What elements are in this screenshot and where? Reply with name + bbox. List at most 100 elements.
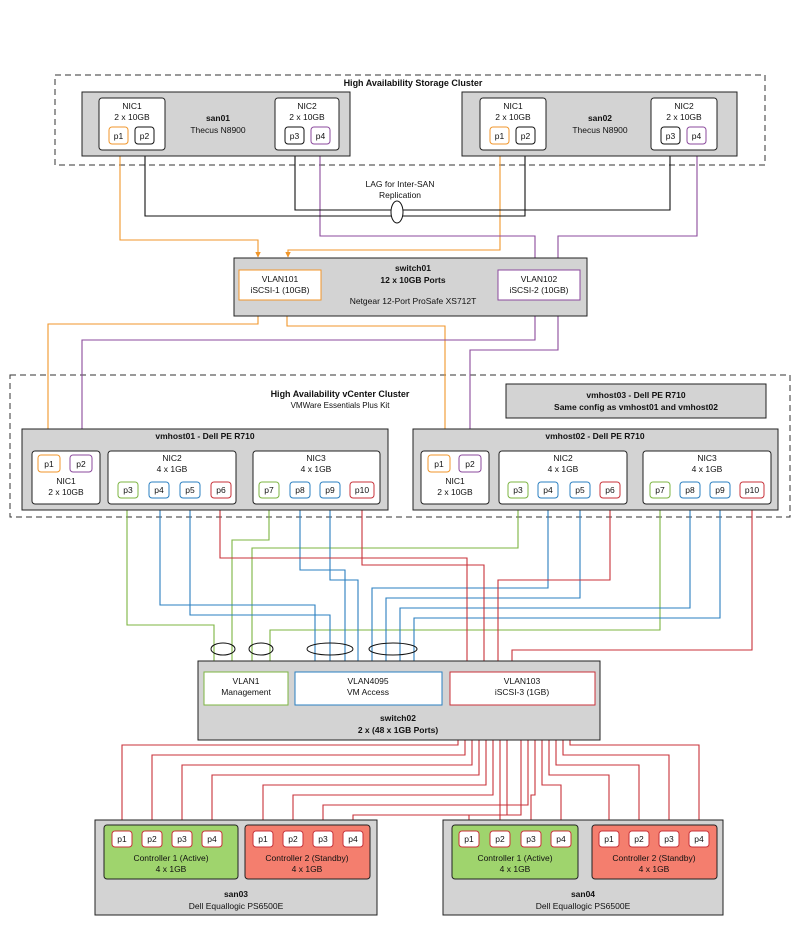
svg-text:2 x 10GB: 2 x 10GB [48, 487, 84, 497]
vmhost01-port-p9[interactable]: p9 [325, 485, 335, 495]
san03-c2-port-p3[interactable]: p3 [318, 834, 328, 844]
san04-c1-port-p1[interactable]: p1 [464, 834, 474, 844]
svg-text:NIC3: NIC3 [697, 453, 717, 463]
svg-text:4 x 1GB: 4 x 1GB [301, 464, 332, 474]
svg-text:Controller 1 (Active): Controller 1 (Active) [133, 853, 208, 863]
san03-c1-port-p2[interactable]: p2 [147, 834, 157, 844]
vmhost01-port-p1[interactable]: p1 [44, 459, 54, 469]
san02-port-p3[interactable]: p3 [666, 131, 676, 141]
svg-text:VLAN1: VLAN1 [233, 676, 260, 686]
lag-bundle-ellipse [390, 200, 404, 224]
svg-text:NIC1: NIC1 [445, 476, 465, 486]
vmhost01: vmhost01 - Dell PE R710 NIC1 2 x 10GB p1… [21, 428, 389, 511]
svg-text:NIC1: NIC1 [122, 101, 142, 111]
vlan1-box[interactable] [203, 671, 289, 706]
vcenter-cluster-boundary [9, 374, 791, 518]
vmhost02-port-p1[interactable]: p1 [434, 459, 444, 469]
vmhost01-port-p8[interactable]: p8 [295, 485, 305, 495]
svg-text:Controller 2 (Standby): Controller 2 (Standby) [265, 853, 348, 863]
svg-text:4 x 1GB: 4 x 1GB [639, 864, 670, 874]
vlan101-box[interactable] [238, 269, 322, 301]
svg-text:vmhost02 - Dell PE R710: vmhost02 - Dell PE R710 [545, 431, 644, 441]
vmhost02-port-p7[interactable]: p7 [655, 485, 665, 495]
vmhost01-port-p7[interactable]: p7 [264, 485, 274, 495]
svg-text:Dell Equallogic PS6500E: Dell Equallogic PS6500E [536, 901, 631, 911]
svg-text:VLAN101: VLAN101 [262, 274, 299, 284]
san03-c1-port-p3[interactable]: p3 [177, 834, 187, 844]
san02-port-p2[interactable]: p2 [521, 131, 531, 141]
san03-c2-port-p4[interactable]: p4 [348, 834, 358, 844]
san04-c2-port-p3[interactable]: p3 [664, 834, 674, 844]
vmhost02-port-p2[interactable]: p2 [465, 459, 475, 469]
san04-c2-port-p4[interactable]: p4 [694, 834, 704, 844]
vmhost02-port-p6[interactable]: p6 [605, 485, 615, 495]
switch01: switch01 12 x 10GB Ports Netgear 12-Port… [233, 257, 588, 317]
san01: NIC1 2 x 10GB NIC2 2 x 10GB san01 Thecus… [81, 91, 351, 157]
svg-text:2 x 10GB: 2 x 10GB [114, 112, 150, 122]
svg-text:NIC2: NIC2 [674, 101, 694, 111]
svg-text:iSCSI-2 (10GB): iSCSI-2 (10GB) [509, 285, 568, 295]
svg-text:vmhost01 - Dell PE R710: vmhost01 - Dell PE R710 [155, 431, 254, 441]
vmhost02-port-p8[interactable]: p8 [685, 485, 695, 495]
san03-c1-port-p1[interactable]: p1 [117, 834, 127, 844]
san04-controller1 [451, 824, 579, 880]
svg-text:Netgear 12-Port ProSafe XS712: Netgear 12-Port ProSafe XS712T [350, 296, 477, 306]
svg-text:Controller 2 (Standby): Controller 2 (Standby) [612, 853, 695, 863]
svg-text:2 x 10GB: 2 x 10GB [437, 487, 473, 497]
vmhost02-port-p9[interactable]: p9 [715, 485, 725, 495]
svg-text:2 x 10GB: 2 x 10GB [495, 112, 531, 122]
san04-c2-port-p1[interactable]: p1 [604, 834, 614, 844]
svg-text:2 x 10GB: 2 x 10GB [289, 112, 325, 122]
vmhost01-port-p6[interactable]: p6 [216, 485, 226, 495]
svg-text:san02: san02 [588, 113, 612, 123]
vmhost01-port-p3[interactable]: p3 [123, 485, 133, 495]
vmhost01-port-p10[interactable]: p10 [355, 485, 369, 495]
san01-port-p3[interactable]: p3 [290, 131, 300, 141]
vmhost01-port-p4[interactable]: p4 [154, 485, 164, 495]
vmhost01-nic2 [107, 450, 237, 505]
svg-text:4 x 1GB: 4 x 1GB [692, 464, 723, 474]
svg-text:Same config as vmhost01 and vm: Same config as vmhost01 and vmhost02 [554, 402, 718, 412]
vcenter-cluster-title: High Availability vCenter Cluster [271, 389, 410, 399]
vcenter-cluster-subtitle: VMWare Essentials Plus Kit [291, 401, 391, 410]
san01-port-p2[interactable]: p2 [140, 131, 150, 141]
svg-text:Management: Management [221, 687, 271, 697]
svg-text:NIC1: NIC1 [503, 101, 523, 111]
vmhost01-port-p5[interactable]: p5 [185, 485, 195, 495]
vmhost02-port-p10[interactable]: p10 [745, 485, 759, 495]
san04-c1-port-p2[interactable]: p2 [495, 834, 505, 844]
vmhost02-port-p5[interactable]: p5 [575, 485, 585, 495]
vlan4095-box[interactable] [294, 671, 443, 706]
san03-c2-port-p2[interactable]: p2 [288, 834, 298, 844]
san03-c2-port-p1[interactable]: p1 [258, 834, 268, 844]
svg-text:VLAN103: VLAN103 [504, 676, 541, 686]
svg-text:Controller 1 (Active): Controller 1 (Active) [477, 853, 552, 863]
vmhost01-port-p2[interactable]: p2 [76, 459, 86, 469]
svg-text:san03: san03 [224, 889, 248, 899]
san01-port-p1[interactable]: p1 [114, 131, 124, 141]
svg-text:4 x 1GB: 4 x 1GB [292, 864, 323, 874]
vmhost02-nic3 [642, 450, 772, 505]
vmhost03-box: vmhost03 - Dell PE R710 Same config as v… [505, 383, 767, 419]
svg-text:switch02: switch02 [380, 713, 416, 723]
svg-text:san01: san01 [206, 113, 230, 123]
svg-text:Thecus N8900: Thecus N8900 [572, 125, 628, 135]
switch02: VLAN1 Management VLAN4095 VM Access VLAN… [197, 660, 601, 741]
storage-cluster-boundary [54, 74, 766, 166]
san04-c1-port-p4[interactable]: p4 [556, 834, 566, 844]
san04-c2-port-p2[interactable]: p2 [634, 834, 644, 844]
san02-port-p1[interactable]: p1 [495, 131, 505, 141]
vmhost02-port-p4[interactable]: p4 [543, 485, 553, 495]
vlan103-box[interactable] [449, 671, 596, 706]
san04-c1-port-p3[interactable]: p3 [526, 834, 536, 844]
vmhost02-nic2 [498, 450, 628, 505]
san01-port-p4[interactable]: p4 [316, 131, 326, 141]
lag-label-line1: LAG for Inter-SAN [366, 179, 435, 189]
san03: Controller 1 (Active) 4 x 1GB p1 p2 p3 p… [94, 819, 378, 916]
vmhost02-port-p3[interactable]: p3 [513, 485, 523, 495]
san03-c1-port-p4[interactable]: p4 [207, 834, 217, 844]
vlan102-box[interactable] [497, 269, 581, 301]
svg-text:NIC2: NIC2 [162, 453, 182, 463]
san02-port-p4[interactable]: p4 [692, 131, 702, 141]
